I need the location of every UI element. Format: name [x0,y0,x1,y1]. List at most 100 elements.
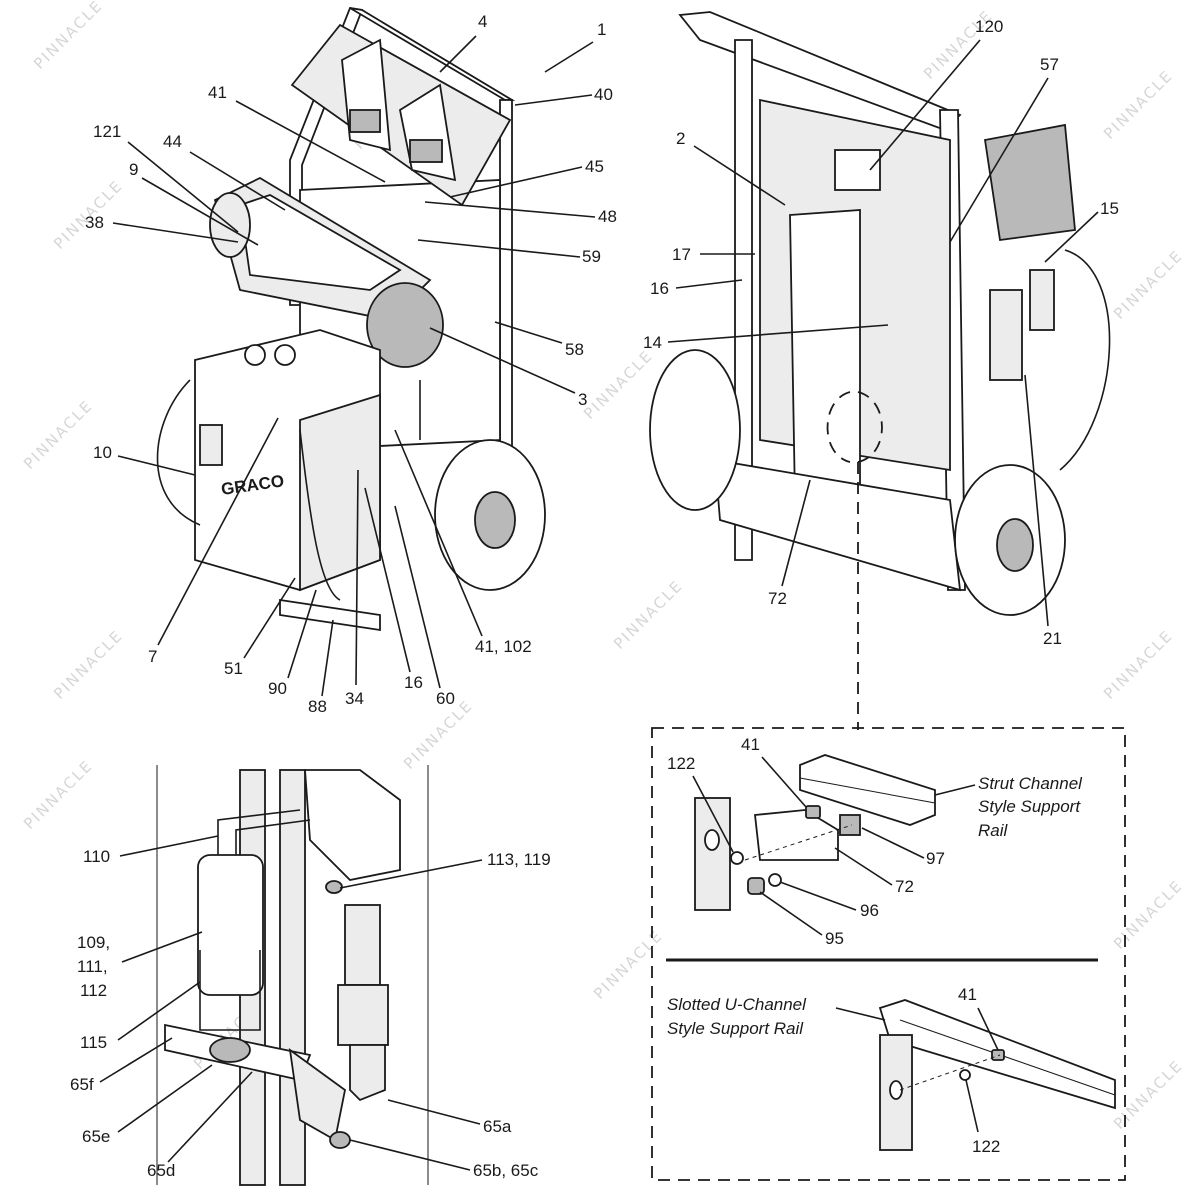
rail-title-strut: Strut Channel [978,774,1083,793]
leader-line [514,94,593,106]
leader-line [439,35,477,73]
rear-wheel-left [649,349,741,511]
callout-label: 113, 119 [487,850,551,869]
leader-line [759,891,823,936]
leader-line [157,417,279,646]
motor-end [304,769,401,881]
frame-hole [889,1080,903,1100]
callout-label: 65a [483,1117,512,1136]
leader-line [394,505,441,689]
frame-right-rail [499,99,513,471]
callout-label: 38 [85,213,104,232]
callout-label: 95 [825,929,844,948]
leader-line [949,77,1049,243]
leader-line [117,1064,213,1133]
leader-line [387,1099,481,1125]
callout-label: 1 [597,20,606,39]
leader-line [287,589,317,679]
watermark: PINNACLE [20,396,97,473]
leader-line [869,39,981,171]
callout-label: 21 [1043,629,1062,648]
callout-label: 7 [148,647,157,666]
leader-line [693,145,786,206]
callout-label: 97 [926,849,945,868]
leader-line [355,469,359,686]
rear-hose [1059,249,1111,471]
filter-lower [337,984,389,1046]
callout-label: 48 [598,207,617,226]
callout-label: 40 [594,85,613,104]
screw [805,805,821,819]
rail-detail [651,727,1126,1181]
washer [768,873,782,887]
bottle-bracket [199,950,261,1031]
leader-line [781,479,811,587]
callout-label: 60 [436,689,455,708]
callout-label: 41 [208,83,227,102]
callout-label: 88 [308,697,327,716]
watermark: PINNACLE [1110,1056,1187,1133]
callout-label: 72 [768,589,787,608]
callout-label: 41 [958,985,977,1004]
filter-upper [344,904,381,986]
leader-line [675,279,743,289]
leader-line [692,775,734,853]
leader-line [417,239,581,258]
leader-line [761,756,807,808]
leader-line [861,827,925,859]
rail-title-strut: Style Support [978,797,1081,816]
callout-group: 1 4 40 41 45 121 44 9 48 38 59 58 3 10 7… [70,12,1119,1180]
callout-label: 115 [80,1033,107,1052]
callout-label: 16 [404,673,423,692]
callout-label: 122 [667,754,695,773]
leader-line [965,1079,979,1133]
pressure-gauge [244,344,266,366]
watermark: PINNACLE [590,926,667,1003]
leader-line [494,321,563,344]
callout-label: 90 [268,679,287,698]
strainer-body [209,1037,251,1063]
strainer-cap [329,1131,351,1149]
rail-title-strut: Rail [978,821,1009,840]
leader-line [127,141,239,233]
cabinet-side [299,393,381,592]
callout-label: 16 [650,279,669,298]
leader-line [364,487,411,673]
watermark: PINNACLE [30,0,107,73]
pressure-gauge [274,344,296,366]
callout-label: 44 [163,132,182,151]
strut-channel-lip [799,777,936,804]
leader-line [235,100,386,183]
bottle-tube [235,819,311,855]
rear-base [714,458,962,592]
detail-circle [857,391,883,463]
washer [730,851,744,865]
rail-title-slotted: Slotted U-Channel [667,995,807,1014]
leader-line [121,931,203,963]
leader-line [424,201,596,218]
nut [839,814,861,836]
callout-label: 34 [345,689,364,708]
manifold-block [789,209,861,501]
filter-detail [156,765,429,1186]
rear-fluid-bottle [989,289,1023,381]
base-plate [279,598,381,632]
front-view: GRACO [156,6,546,632]
leader-line [119,835,219,857]
leader-line [834,847,893,886]
watermark: PINNACLE [580,346,657,423]
leader-line [339,859,483,889]
callout-label: 51 [224,659,243,678]
callout-label: 65d [147,1161,175,1180]
callout-label: 72 [895,877,914,896]
frame-hole [704,829,720,851]
rear-view [649,11,1111,730]
leader-line [167,1071,253,1163]
callout-label: 121 [93,122,121,141]
callout-label: 111, [77,957,108,976]
leader-line [117,981,201,1041]
callout-label: 120 [975,17,1003,36]
callout-label: 59 [582,247,601,266]
leader-line [321,619,334,697]
